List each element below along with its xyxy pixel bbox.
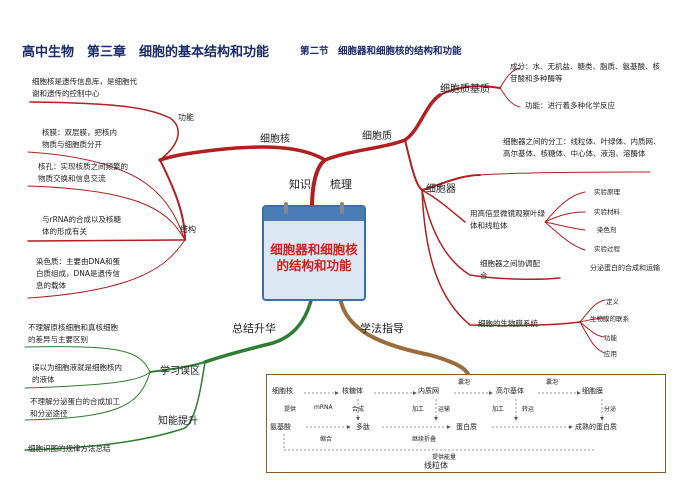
- method-branch-line: [338, 295, 470, 376]
- flow-label: 运输: [438, 406, 451, 413]
- nucleus-branch-line: [158, 145, 327, 162]
- nucleus-function-label: 功能: [178, 113, 194, 122]
- flow-label: 分泌: [604, 406, 617, 413]
- secretory-protein-flow-box: [266, 374, 666, 473]
- flow-node: 成熟的蛋白质: [575, 423, 617, 431]
- flow-label: 缩合: [320, 436, 333, 443]
- flow-node: 氨基酸: [270, 423, 291, 431]
- mistake-item: 不理解原核细胞和真核细胞的差异与主要区别: [28, 323, 118, 344]
- flow-label: 继续折叠: [412, 436, 437, 443]
- organelles-division: 细胞器之间的分工：线粒体、叶绿体、内质网、高尔基体、核糖体、中心体、液泡、溶酶体: [503, 137, 661, 158]
- label-review: 梳理: [330, 178, 352, 191]
- nucleus-structure-item: 与rRNA的合成以及核糖体的形成有关: [42, 215, 122, 236]
- membrane-item: 定义: [606, 298, 619, 306]
- card-header-bar: [264, 207, 364, 221]
- flow-label: 囊泡: [546, 379, 559, 386]
- microscope-experiment: 用高倍显微镜观察叶绿体和线粒体: [470, 209, 545, 230]
- matrix-composition: 成分：水、无机盐、糖类、脂质、氨基酸、核苷酸和多种酶等: [510, 62, 660, 83]
- page-subtitle: 第二节 细胞器和细胞核的结构和功能: [300, 46, 462, 57]
- card-ring-left: [284, 202, 288, 214]
- coordination-detail: 分泌蛋白的合成和运输: [590, 264, 660, 272]
- label-summary: 总结升华: [232, 322, 276, 335]
- biomembrane-system: 细胞的生物膜系统: [478, 319, 538, 328]
- central-topic-card: 细胞器和细胞核的结构和功能: [262, 202, 366, 301]
- mistake-item: 不理解分泌蛋白的合成加工和分泌途径: [30, 397, 120, 418]
- flow-node: 内质网: [418, 387, 439, 395]
- trunk-knowledge-line: [310, 158, 327, 210]
- microscope-item: 实验原理: [594, 188, 620, 196]
- microscope-item: 实验过程: [594, 245, 620, 253]
- improve-item: 细胞识图的规律方法总结: [28, 444, 111, 453]
- cytoplasm-label: 细胞质: [362, 131, 392, 142]
- microscope-item: 实验材料: [594, 208, 620, 216]
- cytoplasm-matrix-label: 细胞质基质: [440, 84, 490, 95]
- nucleus-structure-item: 核孔：实现核质之间频繁的物质交换和信息交流: [38, 162, 128, 183]
- nucleus-structure-label: 结构: [180, 225, 196, 234]
- flow-node: 高尔基体: [496, 387, 524, 395]
- nucleus-function-text: 细胞核是遗传信息库，是细胞代谢和遗传的控制中心: [32, 77, 137, 98]
- flow-label: 加工: [492, 406, 505, 413]
- flow-label: 囊泡: [458, 379, 471, 386]
- membrane-item: 生物膜的联系: [590, 315, 629, 323]
- nucleus-structure-item: 染色质：主要由DNA和蛋白质组成，DNA是遗传信息的载体: [36, 257, 121, 290]
- microscope-item: 染色剂: [597, 226, 617, 234]
- flow-node: 蛋白质: [456, 423, 477, 431]
- membrane-item: 功能: [604, 334, 617, 342]
- label-method: 学法指导: [360, 322, 404, 335]
- flow-label: 提供能量: [432, 454, 457, 461]
- flow-node: 多肽: [356, 423, 370, 431]
- flow-node: 细胞核: [272, 387, 293, 395]
- organelle-coordination: 细胞器之间协调配合: [480, 259, 540, 280]
- mistakes-label: 学习误区: [160, 366, 200, 377]
- flow-label: mRNA: [314, 404, 333, 411]
- matrix-function: 功能：进行着多种化学反应: [525, 101, 615, 110]
- page-title: 高中生物 第三章 细胞的基本结构和功能: [22, 45, 270, 60]
- flow-arrows: [283, 391, 604, 451]
- flow-label: 合成: [352, 406, 365, 413]
- flow-label: 提供: [284, 406, 297, 413]
- membrane-item: 应用: [604, 350, 617, 358]
- flow-node: 细胞膜: [582, 387, 603, 395]
- flow-node: 核糖体: [342, 387, 363, 395]
- mistake-item: 误以为细胞液就是细胞核内的液体: [32, 363, 122, 384]
- improve-label: 知能提升: [158, 416, 198, 427]
- central-topic-title: 细胞器和细胞核的结构和功能: [270, 242, 358, 273]
- nucleus-structure-item: 核膜：双层膜，把核内物质与细胞质分开: [42, 128, 117, 149]
- label-knowledge: 知识: [289, 178, 311, 191]
- flow-node-mitochondria: 线粒体: [424, 461, 448, 470]
- flow-label: 转运: [522, 406, 535, 413]
- organelles-label: 细胞器: [426, 184, 456, 195]
- flow-label: 加工: [412, 406, 425, 413]
- card-ring-right: [340, 202, 344, 214]
- nucleus-label: 细胞核: [260, 134, 290, 145]
- summary-branch-line: [203, 295, 314, 364]
